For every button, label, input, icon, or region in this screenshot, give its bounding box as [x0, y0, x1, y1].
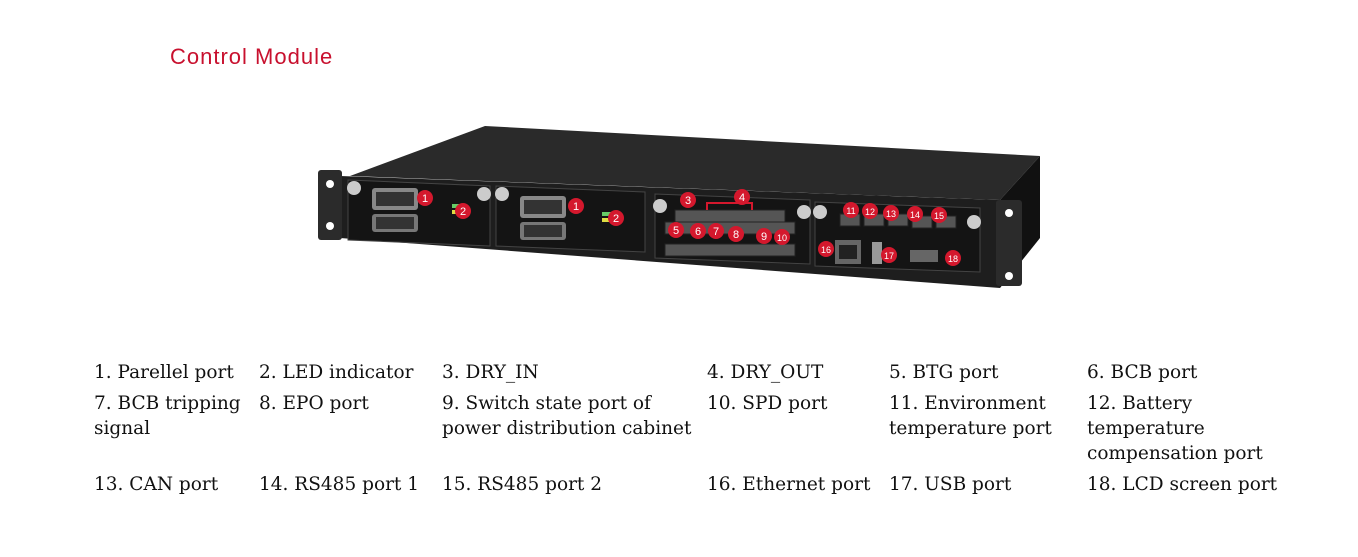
marker-3: 3: [680, 192, 696, 208]
svg-text:18: 18: [948, 254, 958, 264]
legend-item: 4. DRY_OUT: [707, 362, 824, 383]
legend-item: 15. RS485 port 2: [442, 474, 603, 495]
svg-text:8: 8: [733, 229, 739, 241]
marker-17: 17: [881, 247, 897, 263]
legend-item: 16. Ethernet port: [707, 474, 871, 495]
legend-item: 8. EPO port: [259, 393, 369, 414]
svg-text:15: 15: [934, 211, 944, 221]
rack-ear-right: [996, 200, 1022, 286]
svg-text:7: 7: [713, 226, 719, 238]
legend-item: 10. SPD port: [707, 393, 828, 414]
legend-item: 12. Battery temperature compensation por…: [1087, 393, 1263, 464]
marker-9: 9: [756, 228, 772, 244]
svg-text:6: 6: [695, 226, 701, 238]
marker-1b: 1: [568, 198, 584, 214]
marker-14: 14: [907, 206, 923, 222]
legend-item: 14. RS485 port 1: [259, 474, 420, 495]
svg-text:1: 1: [573, 201, 579, 213]
svg-text:1: 1: [422, 193, 428, 205]
legend-item: 3. DRY_IN: [442, 362, 539, 383]
svg-text:12: 12: [865, 207, 875, 217]
legend-item: 6. BCB port: [1087, 362, 1198, 383]
legend-item: 2. LED indicator: [259, 362, 414, 383]
legend-item: 5. BTG port: [889, 362, 999, 383]
marker-1a: 1: [417, 190, 433, 206]
legend-item: 13. CAN port: [94, 474, 219, 495]
marker-6: 6: [690, 223, 706, 239]
svg-text:9: 9: [761, 231, 767, 243]
rack-ear-left: [318, 170, 342, 240]
svg-text:13: 13: [886, 209, 896, 219]
svg-text:10: 10: [777, 233, 787, 243]
legend-item: 1. Parellel port: [94, 362, 234, 383]
svg-text:11: 11: [846, 206, 855, 216]
marker-2b: 2: [608, 210, 624, 226]
legend-item: 11. Environment temperature port: [889, 393, 1052, 439]
marker-4: 4: [734, 189, 750, 205]
marker-12: 12: [862, 203, 878, 219]
svg-text:5: 5: [673, 225, 679, 237]
marker-5: 5: [668, 222, 684, 238]
marker-8: 8: [728, 226, 744, 242]
chassis-top: [350, 126, 1040, 200]
marker-15: 15: [931, 207, 947, 223]
marker-13: 13: [883, 205, 899, 221]
svg-text:2: 2: [460, 206, 466, 218]
svg-text:14: 14: [910, 210, 920, 220]
diagram-title: Control Module: [170, 44, 334, 69]
marker-10: 10: [774, 229, 790, 245]
svg-text:17: 17: [884, 251, 894, 261]
legend-item: 7. BCB tripping signal: [94, 393, 241, 439]
legend-item: 9. Switch state port of power distributi…: [442, 393, 692, 439]
svg-text:3: 3: [685, 195, 691, 207]
marker-2a: 2: [455, 203, 471, 219]
marker-16: 16: [818, 241, 834, 257]
svg-text:2: 2: [613, 213, 619, 225]
legend-item: 18. LCD screen port: [1087, 474, 1278, 495]
port-legend: 1. Parellel port 2. LED indicator 3. DRY…: [94, 360, 1314, 497]
marker-7: 7: [708, 223, 724, 239]
svg-text:16: 16: [821, 245, 831, 255]
marker-18: 18: [945, 250, 961, 266]
svg-text:4: 4: [739, 192, 745, 204]
legend-item: 17. USB port: [889, 474, 1012, 495]
marker-11: 11: [843, 202, 859, 218]
control-module-illustration: 1 2 1 2 3 4 5 6 7 8 9 10 11 12 13 14 15 …: [318, 126, 1040, 288]
